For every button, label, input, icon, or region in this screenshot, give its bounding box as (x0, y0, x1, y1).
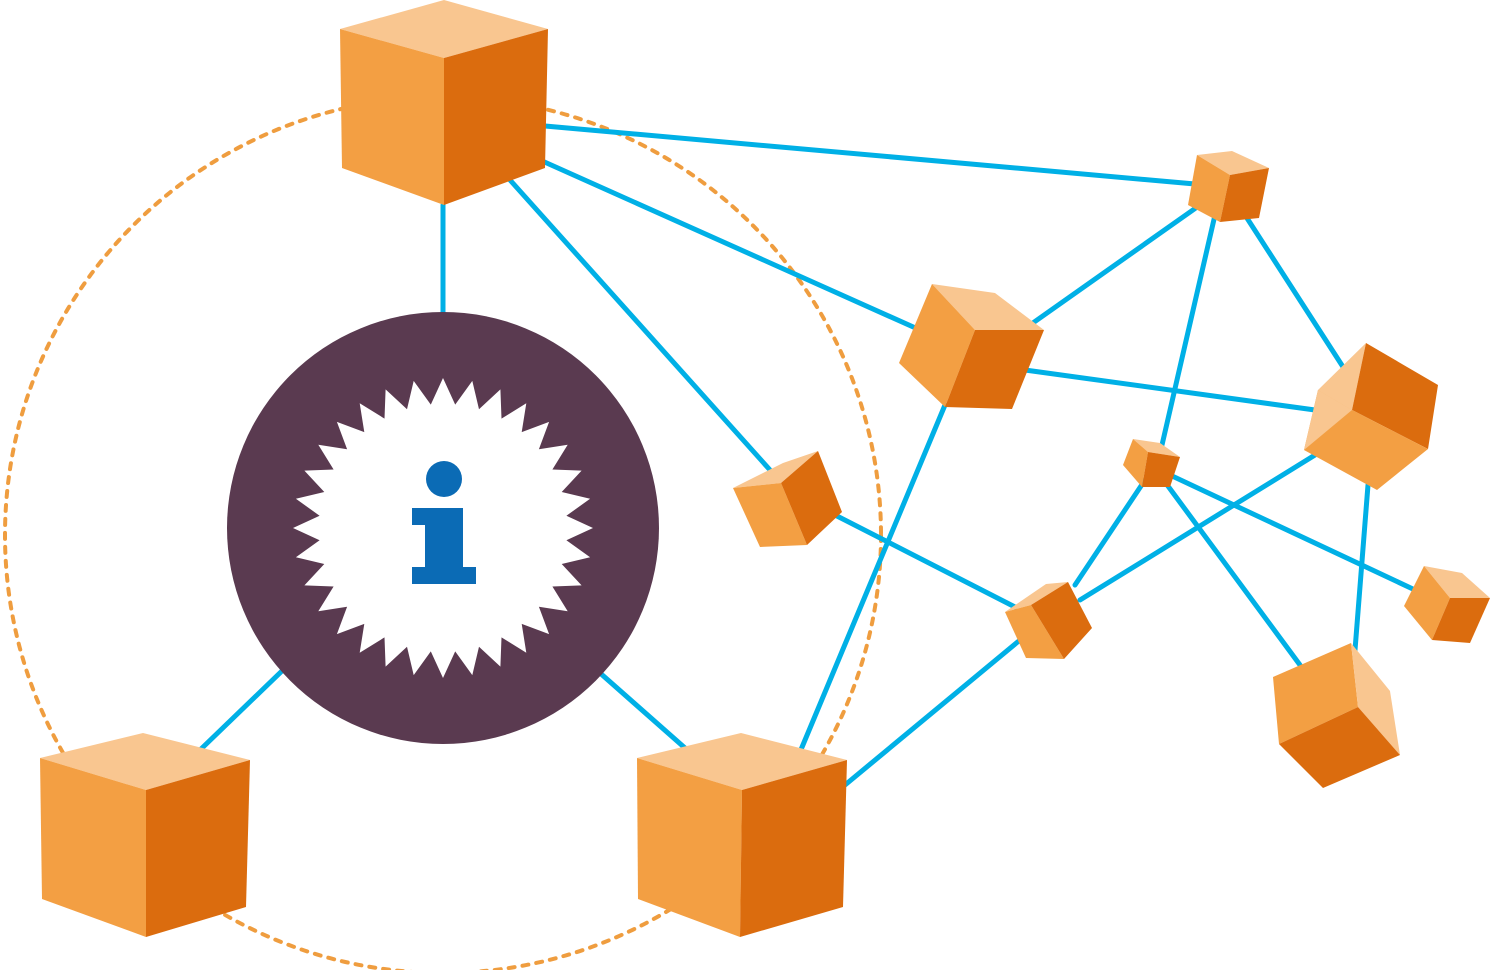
cube-large-bottom-left (40, 733, 250, 937)
cube-face-right (1220, 168, 1269, 222)
cube-face-left (40, 758, 146, 937)
info-icon (412, 461, 476, 584)
info-hub (227, 312, 659, 744)
link (507, 177, 773, 473)
cube-face-right (146, 760, 250, 937)
cube-face-right (945, 330, 1044, 409)
link (1159, 212, 1218, 448)
cube-face-left (1273, 643, 1358, 744)
link (842, 637, 1023, 788)
cube-mid-center (899, 284, 1044, 409)
cube-face-top (40, 733, 250, 790)
cube-small-mid-left (733, 451, 842, 547)
cube-face-left (637, 758, 742, 937)
link (797, 402, 948, 755)
link (537, 157, 923, 333)
cube-face-right (740, 760, 847, 937)
link (1027, 202, 1203, 328)
cube-face-shade (1304, 390, 1352, 450)
cube-face-right (781, 451, 842, 545)
link (542, 123, 1198, 187)
cube-face-top (1424, 566, 1490, 598)
cube-face-top (1318, 343, 1366, 410)
cube-face-top-right (1352, 343, 1438, 449)
cube-face-top (1133, 439, 1180, 457)
cube-face-bottom (1279, 707, 1400, 788)
cube-face-left (1404, 566, 1450, 640)
link (1352, 482, 1371, 653)
cube-face-left (899, 284, 975, 407)
cube-face-top (637, 733, 847, 790)
cube-small-far-right (1404, 566, 1490, 643)
cube-medium-bottom-right (1273, 643, 1400, 788)
cube-face-right (1031, 582, 1092, 659)
link (1242, 212, 1348, 373)
cube-face-right (1432, 598, 1490, 643)
link (1022, 367, 1318, 413)
cube-face-top (1005, 582, 1068, 612)
cube-face-top (932, 284, 1044, 330)
cube-face-top (1197, 151, 1269, 175)
link (1162, 479, 1303, 668)
cube-face-top (733, 451, 818, 488)
cube-small-upper-right (1188, 151, 1269, 222)
cube-large-top (340, 0, 548, 205)
link (1167, 472, 1418, 593)
cube-face-right (444, 29, 548, 205)
cube-face-left (1005, 605, 1064, 659)
cube-face-left (340, 29, 444, 205)
cube-face-left (1123, 439, 1148, 487)
cube-large-bottom-center (637, 733, 847, 937)
link (832, 512, 1018, 610)
link (1072, 477, 1148, 588)
cube-face-right (1142, 452, 1180, 487)
cube-face-right (1351, 643, 1400, 755)
cube-medium-right (1304, 343, 1438, 490)
cube-tiny-center-right (1123, 439, 1180, 487)
cube-face-left (1188, 155, 1230, 222)
cube-face-left (733, 483, 807, 547)
cube-small-bottom-center (1005, 582, 1092, 659)
connection-links (197, 123, 1418, 788)
